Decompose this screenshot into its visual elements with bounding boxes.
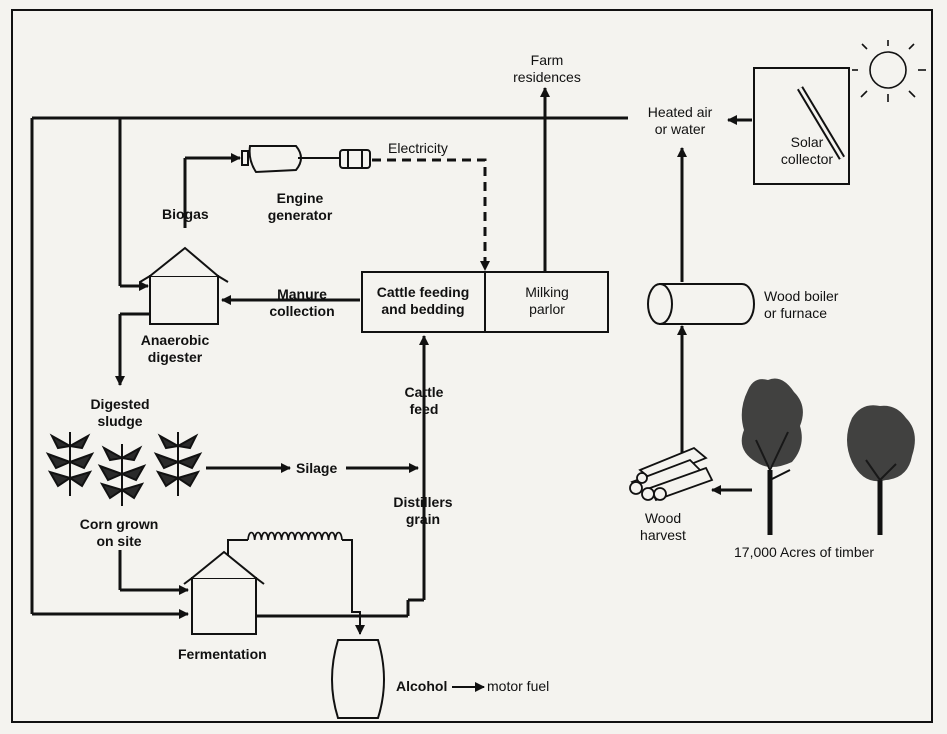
fermentation-label: Fermentation [178,646,267,662]
alcohol-barrel [331,639,385,719]
motor-fuel-label: motor fuel [487,678,550,694]
engine-icon [241,145,312,174]
biogas-label: Biogas [162,206,209,222]
engine-generator-label: Engine generator [267,190,333,223]
heated-air-label: Heated air or water [647,104,713,137]
wood-boiler-label: Wood boiler or furnace [764,288,839,321]
sun-icon [852,40,926,102]
condenser-coil-icon [247,531,343,541]
diagram-frame [11,9,933,723]
wood-logs-icon [629,446,714,502]
wood-boiler-cylinder [647,283,755,325]
electricity-label: Electricity [388,140,448,156]
solar-collector-box [753,67,850,185]
anaerobic-digester-shape [139,246,229,325]
generator-icon [312,149,371,169]
distillers-grain-label: Distillers grain [393,494,453,527]
corn-grown-label: Corn grown on site [79,516,159,549]
tree-icon-left [741,378,803,535]
alcohol-pipe [342,539,365,635]
digested-sludge-label: Digested sludge [90,396,150,429]
cattle-feeding-label: Cattle feeding and bedding [376,284,470,317]
milking-parlor-label: Milking parlor [525,284,569,317]
corn-plant-icon-2 [97,444,147,506]
solar-collector-label: Solar collector [780,134,834,167]
fermentation-tank [183,550,265,635]
condenser-pipe [227,539,248,556]
timber-label: 17,000 Acres of timber [734,544,875,560]
manure-collection-label: Manure collection [269,286,335,319]
alcohol-label: Alcohol [396,678,448,694]
corn-plant-icon-3 [153,432,203,496]
silage-label: Silage [296,460,338,476]
corn-plant-icon-1 [45,432,95,496]
tree-icon-right [847,405,915,535]
anaerobic-digester-label: Anaerobic digester [140,332,210,365]
farm-residences-label: Farm residences [513,52,581,85]
cattle-feed-label: Cattle feed [404,384,444,417]
electricity-line [372,158,490,271]
wood-harvest-label: Wood harvest [640,510,686,543]
